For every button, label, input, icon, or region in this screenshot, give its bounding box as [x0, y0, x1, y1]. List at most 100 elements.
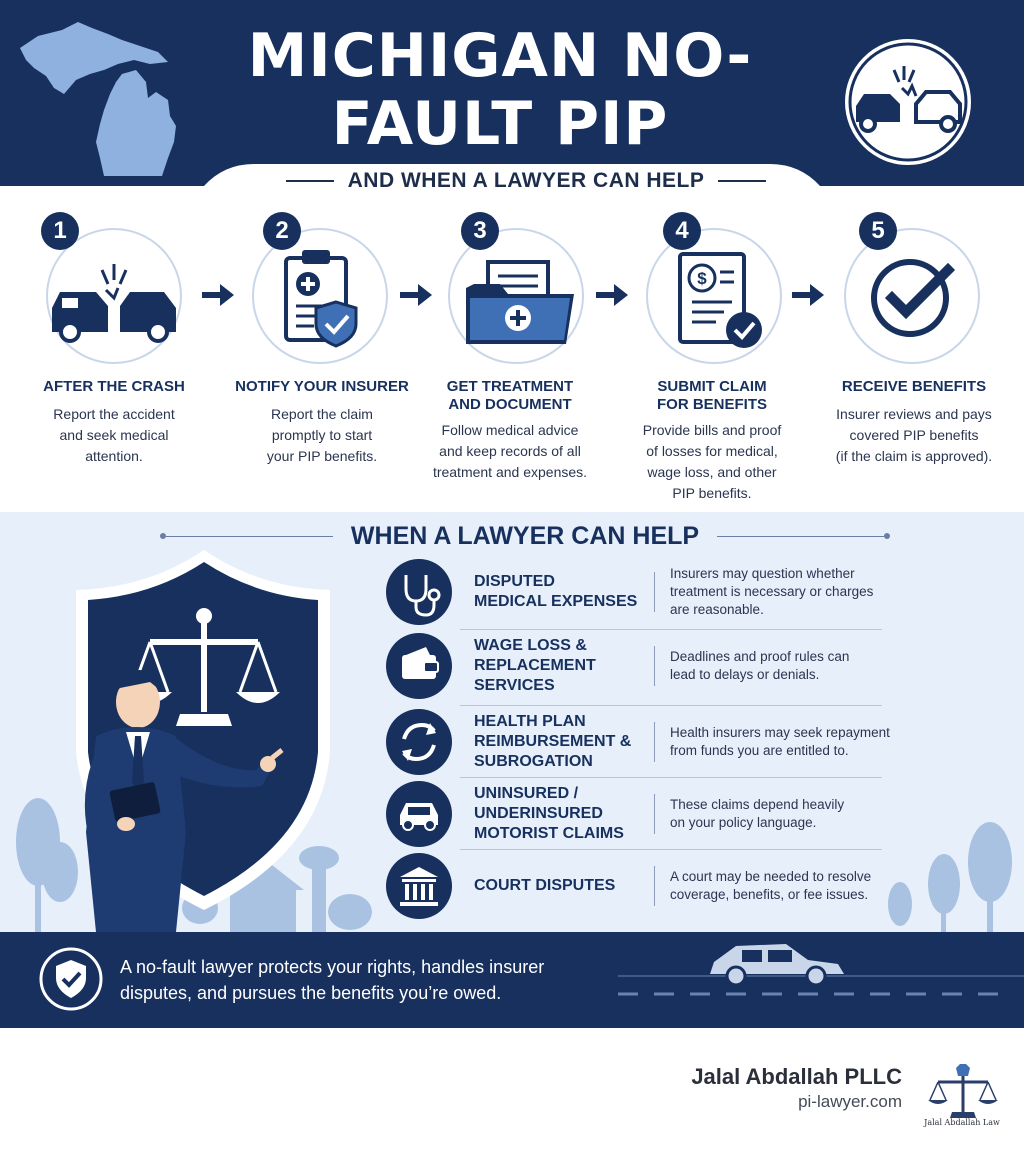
help-item-text: These claims depend heavily on your poli…	[670, 778, 890, 850]
step-description-line: your PIP benefits.	[266, 448, 378, 464]
step-number: 1	[41, 212, 79, 250]
help-label-line: SUBROGATION	[474, 753, 593, 770]
step-number: 2	[263, 212, 301, 250]
help-text-line: Health insurers may seek repayment	[670, 725, 890, 740]
step-description-line: of losses for medical,	[646, 443, 778, 459]
step-description-line: PIP benefits.	[672, 485, 752, 501]
footer-message-line: A no-fault lawyer protects your rights, …	[120, 957, 545, 977]
road-car-illustration	[618, 944, 1024, 996]
page-title: MICHIGAN NO-FAULT PIP CLAIM STEPS	[170, 22, 830, 226]
help-text-line: Deadlines and proof rules can	[670, 649, 850, 664]
help-label-line: DISPUTED	[474, 573, 555, 590]
step-description-line: (if the claim is approved).	[835, 448, 993, 464]
help-text-line: on your policy language.	[670, 815, 817, 830]
lawyer-shield-illustration	[76, 550, 330, 932]
clipboard-shield-icon	[284, 250, 358, 348]
help-item-text: Deadlines and proof rules can lead to de…	[670, 630, 890, 702]
heading-line-right	[717, 535, 884, 537]
title-line-2: CLAIM STEPS	[272, 157, 728, 227]
step-title: AFTER THE CRASH	[43, 378, 185, 395]
landscape-background	[16, 798, 1012, 932]
subtitle-rule-left	[285, 180, 334, 182]
car-icon	[386, 781, 452, 847]
step-description: Provide bills and proof of losses for me…	[622, 420, 802, 504]
help-text-line: lead to delays or denials.	[670, 667, 820, 682]
help-divider	[460, 777, 882, 778]
firm-logo-text: Jalal Abdallah Law	[924, 1118, 1000, 1127]
help-label-line: SERVICES	[474, 677, 555, 694]
checkmark-circle-icon	[871, 259, 956, 337]
step-description-line: promptly to start	[271, 427, 373, 443]
step-2: 2 NOTIFY YOUR INSURER Report the claim p…	[212, 208, 412, 508]
refresh-arrows-icon	[386, 709, 452, 775]
step-5: 5 RECEIVE BENEFITS Insurer reviews and p…	[804, 208, 1004, 508]
step-1: 1 AFTER THE CRASH Report the accident an…	[14, 208, 214, 508]
step-title: SUBMIT CLAIM FOR BENEFITS	[612, 378, 812, 414]
help-divider	[460, 629, 882, 630]
claim-document-icon: $	[678, 252, 762, 348]
help-label-line: WAGE LOSS &	[474, 637, 587, 654]
step-description-line: Report the claim	[271, 406, 373, 422]
help-text-line: A court may be needed to resolve	[670, 869, 872, 884]
footer-message-line: disputes, and pursues the benefits you’r…	[120, 983, 502, 1003]
heading-dot-left	[160, 533, 166, 539]
help-item-label: UNINSURED / UNDERINSURED MOTORIST CLAIMS	[474, 778, 644, 850]
help-label-line: REPLACEMENT	[474, 657, 596, 674]
step-description-line: attention.	[85, 448, 143, 464]
help-item-separator	[654, 866, 655, 906]
step-number: 3	[461, 212, 499, 250]
subtitle-row: AND WHEN A LAWYER CAN HELP	[270, 166, 782, 196]
step-description-line: treatment and expenses.	[432, 464, 588, 480]
step-title-line: GET TREATMENT	[446, 378, 574, 395]
heading-line-left	[166, 535, 333, 537]
help-item-uninsured-motorist: UNINSURED / UNDERINSURED MOTORIST CLAIMS…	[386, 778, 886, 850]
step-description: Insurer reviews and pays covered PIP ben…	[816, 404, 1012, 467]
heading-dot-right	[884, 533, 890, 539]
step-description-line: covered PIP benefits	[849, 427, 979, 443]
step-description: Report the accident and seek medical att…	[24, 404, 204, 467]
help-text-line: Insurers may question whether	[670, 566, 855, 581]
claim-steps: 1 AFTER THE CRASH Report the accident an…	[0, 208, 1024, 508]
help-text-line: coverage, benefits, or fee issues.	[670, 887, 869, 902]
footer-message: A no-fault lawyer protects your rights, …	[120, 954, 590, 1006]
help-label-line: HEALTH PLAN	[474, 713, 586, 730]
subtitle-rule-right	[718, 180, 767, 182]
help-label-line: REIMBURSEMENT &	[474, 733, 632, 750]
help-text-line: These claims depend heavily	[670, 797, 845, 812]
help-text-line: treatment is necessary or charges	[670, 584, 874, 599]
help-item-disputed-medical: DISPUTED MEDICAL EXPENSES Insurers may q…	[386, 556, 886, 628]
firm-name: Jalal Abdallah PLLC	[691, 1064, 902, 1089]
help-heading: WHEN A LAWYER CAN HELP	[350, 521, 700, 550]
step-3: 3 GET TREATMENT AND DOCUMENT Follow medi…	[410, 208, 610, 508]
help-item-text: A court may be needed to resolve coverag…	[670, 850, 890, 922]
firm-website[interactable]: pi-lawyer.com	[798, 1092, 902, 1111]
help-label-line: UNDERINSURED	[474, 805, 603, 822]
michigan-map-icon	[20, 22, 176, 176]
lawyer-figure	[84, 670, 284, 932]
help-item-separator	[654, 646, 655, 686]
arrow-right-icon	[202, 284, 234, 306]
help-item-label: COURT DISPUTES	[474, 850, 644, 922]
step-description-line: and keep records of all	[439, 443, 581, 459]
step-description: Follow medical advice and keep records o…	[420, 420, 600, 483]
header-background	[0, 0, 1024, 186]
step-description-line: and seek medical	[59, 427, 169, 443]
firm-logo-icon	[928, 1064, 998, 1118]
wallet-icon	[386, 633, 452, 699]
footer-band: A no-fault lawyer protects your rights, …	[0, 932, 1024, 1028]
help-label-line: MOTORIST CLAIMS	[474, 825, 624, 842]
help-divider	[460, 849, 882, 850]
header: MICHIGAN NO-FAULT PIP CLAIM STEPS AND WH…	[0, 0, 1024, 226]
arrow-right-icon	[400, 284, 432, 306]
svg-text:$: $	[697, 269, 707, 288]
title-line-1: MICHIGAN NO-FAULT PIP	[247, 21, 753, 159]
stethoscope-icon	[386, 559, 452, 625]
help-item-text: Health insurers may seek repayment from …	[670, 706, 890, 778]
step-number: 5	[859, 212, 897, 250]
help-item-separator	[654, 722, 655, 762]
help-item-label: WAGE LOSS & REPLACEMENT SERVICES	[474, 630, 644, 702]
help-item-health-plan: HEALTH PLAN REIMBURSEMENT & SUBROGATION …	[386, 706, 890, 778]
help-item-court-disputes: COURT DISPUTES A court may be needed to …	[386, 850, 886, 922]
step-description-line: Report the accident	[53, 406, 175, 422]
lawyer-help-section: WHEN A LAWYER CAN HELP	[0, 512, 1024, 932]
